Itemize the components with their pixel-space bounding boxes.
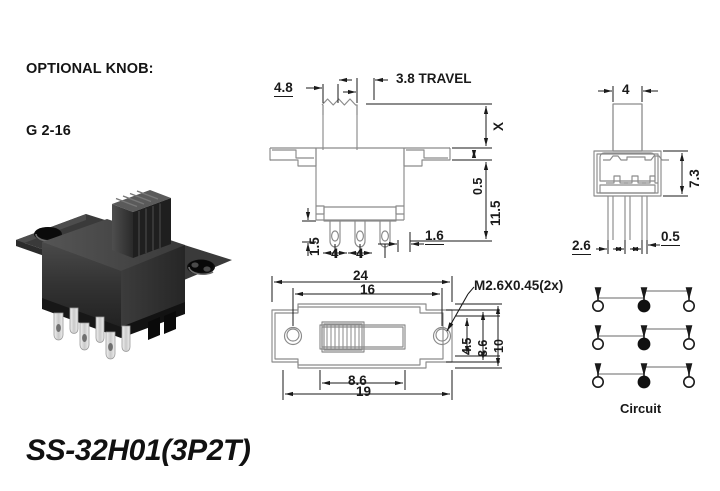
dim-front-actuator-width: 4.8	[274, 80, 293, 97]
front-view-geometry	[269, 98, 451, 248]
dim-front-overall-height: 11.5	[488, 200, 503, 226]
dim-top-slot-length: 8.6	[348, 373, 367, 388]
side-view-dimension-lines	[596, 86, 688, 254]
dim-front-pitch-1: 4	[331, 246, 339, 261]
dim-front-travel: 3.8 TRAVEL	[396, 71, 472, 86]
dim-top-slot-width: 4.5	[460, 337, 474, 355]
side-view-geometry	[593, 103, 669, 240]
circuit-schematic-geometry	[591, 287, 695, 389]
dim-side-actuator-width: 4	[622, 82, 630, 97]
product-photo	[8, 176, 240, 362]
dim-side-body-height: 7.3	[687, 169, 702, 188]
dim-top-inner-width: 8.6	[476, 339, 490, 357]
dim-front-terminal-height: 1.5	[307, 237, 322, 256]
dim-top-overall-length: 24	[353, 268, 369, 283]
dim-top-panel-length: 19	[356, 384, 372, 399]
part-number: SS-32H01(3P2T)	[26, 434, 251, 467]
dim-top-thread-callout: M2.6X0.45(2x)	[474, 278, 564, 293]
top-view-geometry	[271, 303, 453, 369]
circuit-label: Circuit	[620, 401, 662, 416]
dim-side-terminal-thickness: 0.5	[661, 229, 680, 246]
dim-front-height-x: X	[491, 121, 506, 131]
optional-knob-label: OPTIONAL KNOB:	[26, 61, 154, 78]
dim-side-terminal-edge: 2.6	[572, 238, 591, 255]
dim-front-panel-thickness: 0.5	[471, 177, 485, 195]
front-view-dimension-lines	[302, 77, 492, 258]
dim-front-pitch-2: 4	[356, 246, 364, 261]
dim-top-hole-spacing: 16	[360, 282, 376, 297]
dim-top-overall-width: 10	[492, 339, 506, 353]
optional-knob-note: OPTIONAL KNOB: G 2-16	[26, 18, 154, 183]
dim-front-terminal-offset: 1.6	[425, 228, 444, 245]
optional-knob-value: G 2-16	[26, 122, 71, 139]
top-view-dimension-lines	[271, 276, 502, 400]
